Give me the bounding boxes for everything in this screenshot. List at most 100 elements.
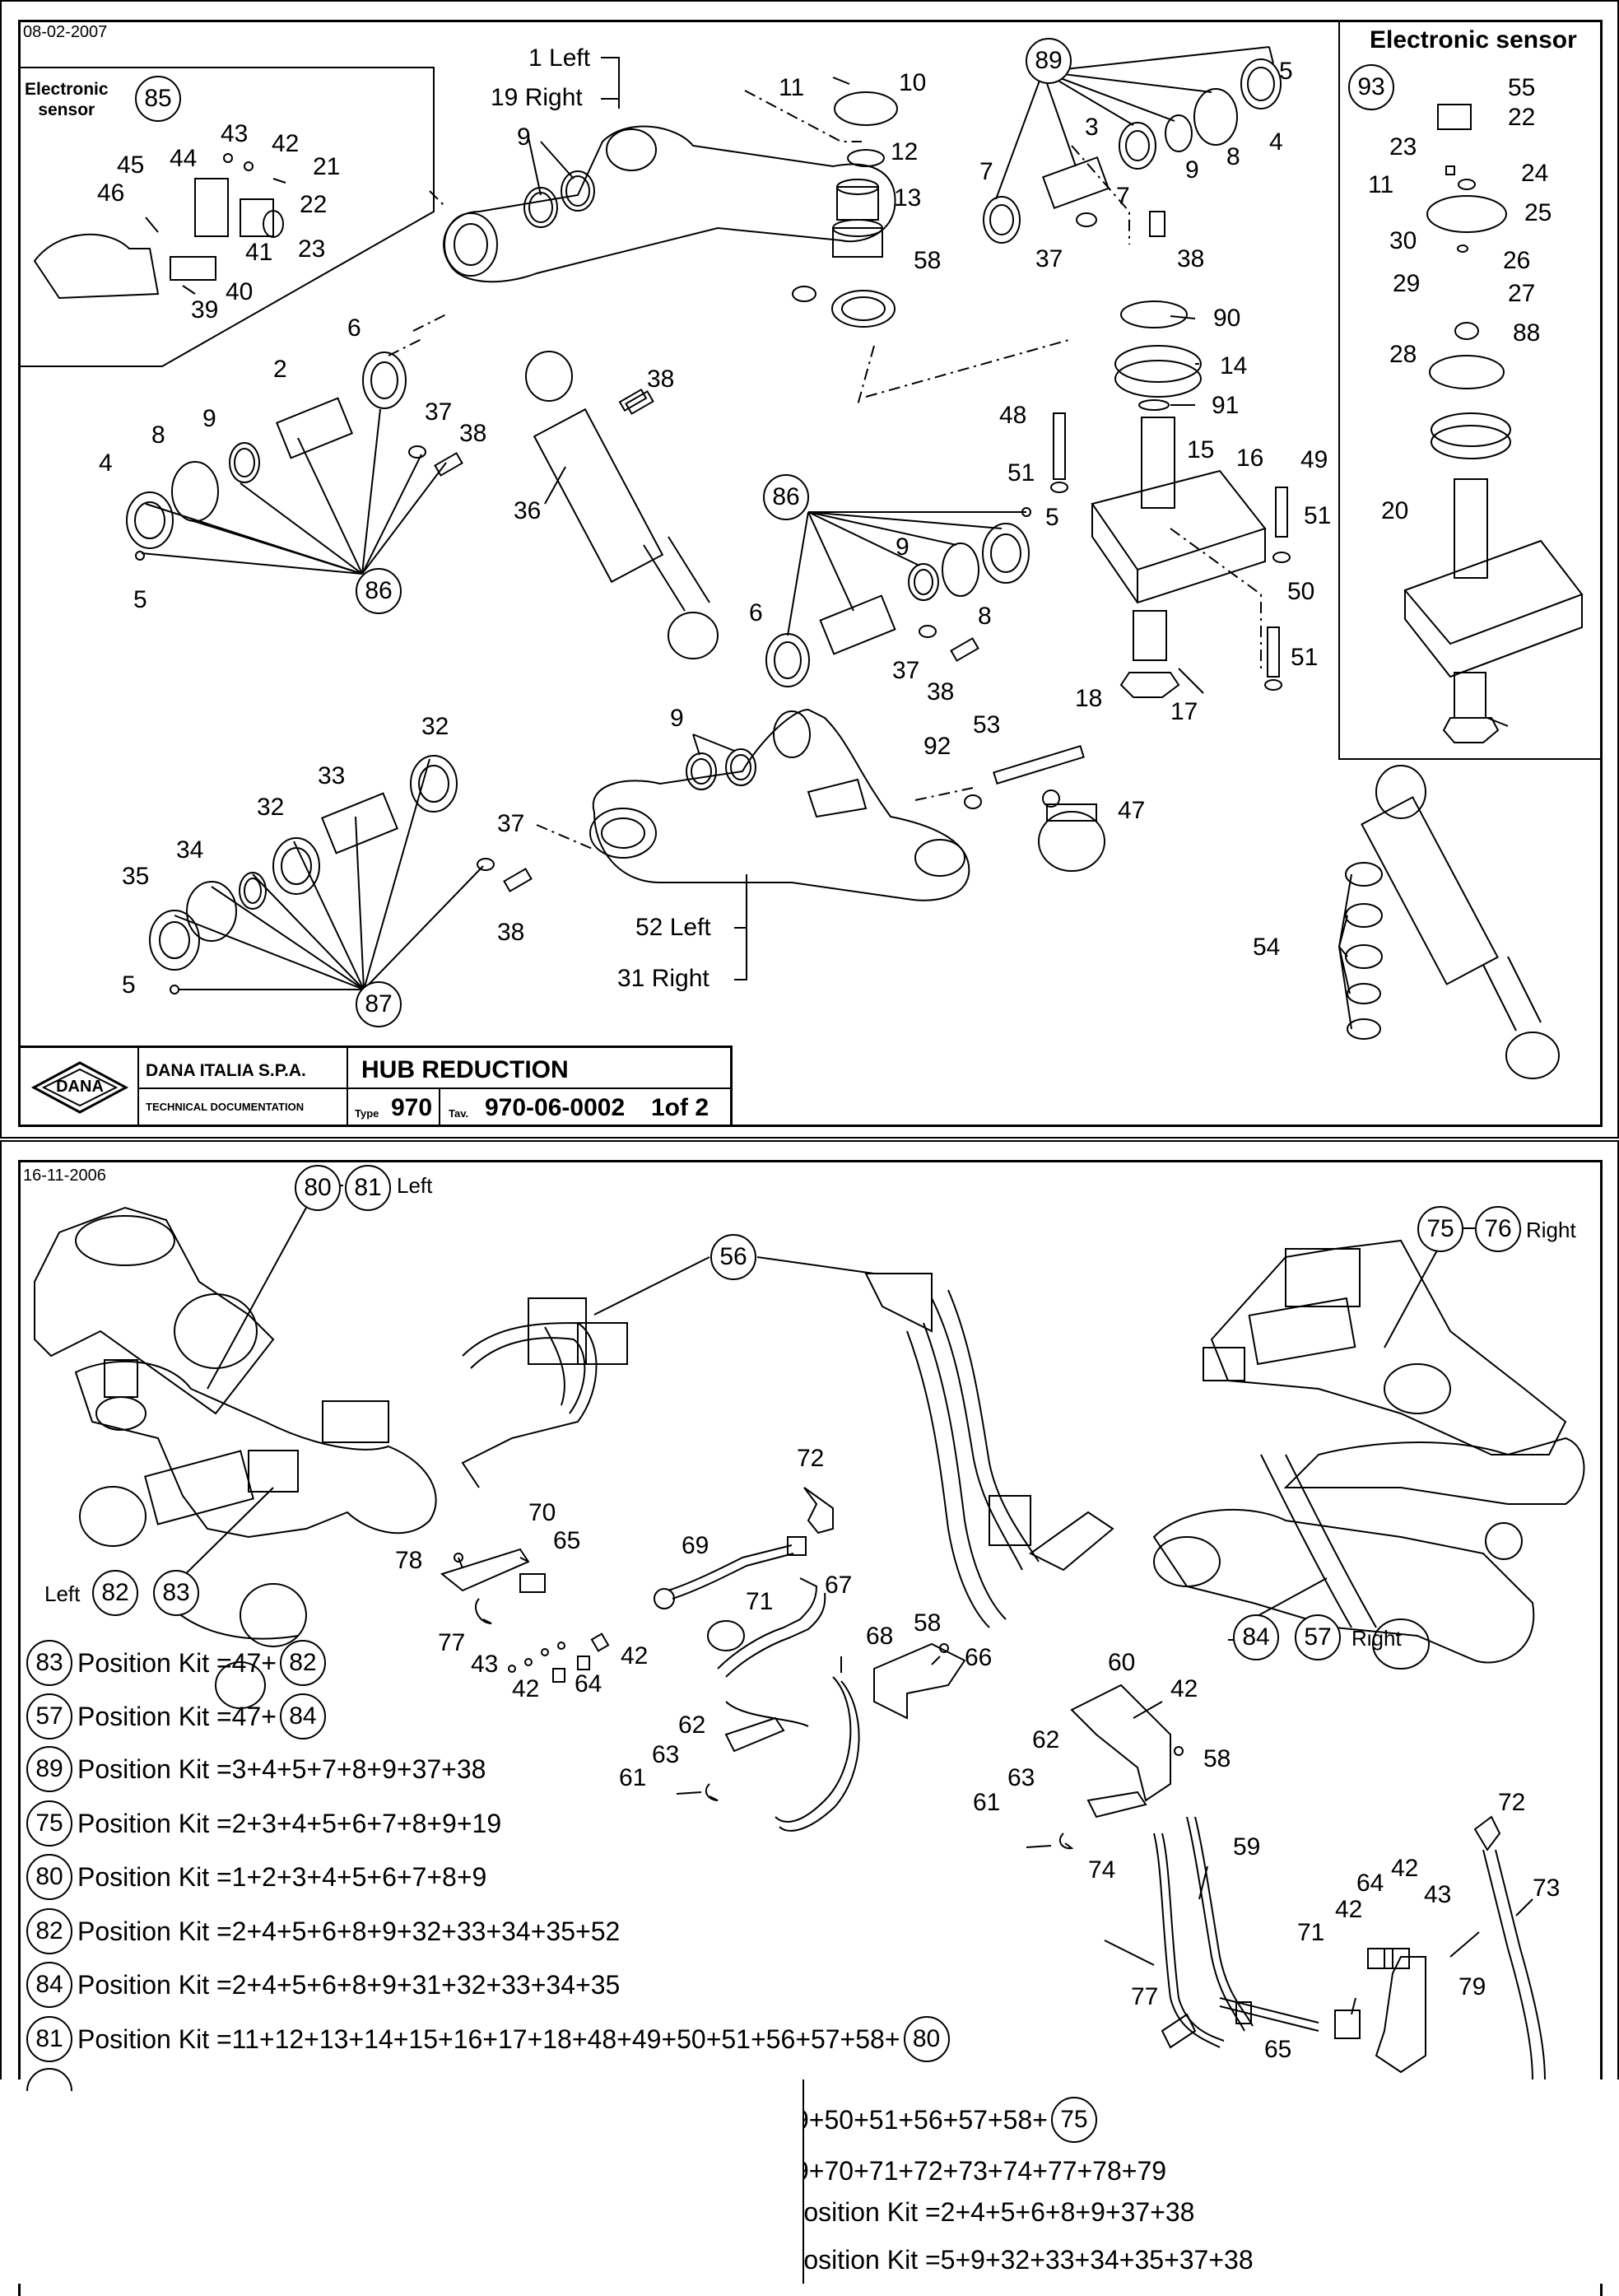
part-78: 78: [395, 1547, 423, 1574]
part-42: 42: [272, 130, 300, 157]
kit-row-ref: 57: [26, 1693, 72, 1739]
part-14: 14: [1220, 352, 1248, 380]
part-51: 51: [1304, 502, 1332, 529]
overflow-line-text: Position Kit =2+4+5+6+8+9+37+38: [803, 2196, 1195, 2227]
part-36: 36: [514, 497, 542, 524]
part-42: 42: [621, 1642, 649, 1670]
part-65: 65: [1264, 2036, 1292, 2063]
part-21: 21: [313, 153, 341, 180]
part-64: 64: [575, 1670, 602, 1698]
part-46: 46: [97, 179, 125, 207]
type-label: Type: [355, 1107, 379, 1120]
part-9: 9: [202, 405, 216, 432]
part-7: 7: [1116, 183, 1130, 210]
type-value: 970: [391, 1094, 433, 1121]
kit-row-ref: 80: [26, 1854, 72, 1900]
kit-row-text: Position Kit =1+2+3+4+5+6+7+8+9: [77, 1861, 487, 1892]
part-9: 9: [896, 533, 910, 561]
sheet-2-frame: [18, 1160, 1603, 2296]
part-61: 61: [973, 1789, 1001, 1816]
part-53: 53: [973, 711, 1001, 738]
part-88: 88: [1513, 319, 1541, 347]
part-42: 42: [1170, 1675, 1198, 1702]
part-77: 77: [1131, 1983, 1159, 2010]
part-9: 9: [670, 705, 684, 732]
part-12: 12: [891, 138, 919, 165]
part-17: 17: [1170, 698, 1198, 725]
part-44: 44: [170, 145, 198, 172]
part-5: 5: [1045, 504, 1059, 531]
part-2: 2: [273, 356, 287, 383]
kit-ref-93: 93: [1348, 64, 1394, 110]
part-4: 4: [1269, 128, 1283, 156]
overflow-line-1: 9+50+51+56+57+58+ 75: [804, 2096, 1102, 2144]
part-58: 58: [914, 247, 942, 274]
part-5: 5: [122, 971, 136, 999]
part-23: 23: [298, 235, 326, 263]
sheet-1-frame: [18, 20, 1603, 1127]
part-13: 13: [894, 184, 922, 212]
part-3: 3: [1085, 114, 1099, 141]
part-62: 62: [1032, 1726, 1060, 1753]
part-8: 8: [1226, 143, 1240, 170]
assembly-side-right-bottom: Right: [1351, 1626, 1402, 1651]
part-69: 69: [682, 1532, 709, 1559]
part-51: 51: [1007, 459, 1035, 487]
part-18: 18: [1075, 685, 1103, 712]
part-10: 10: [899, 69, 927, 96]
part-37: 37: [497, 810, 525, 837]
inset-left-border: [20, 20, 1603, 1079]
part-32: 32: [421, 713, 449, 740]
part-71: 71: [746, 1588, 774, 1615]
sheet-1-date: 08-02-2007: [23, 23, 108, 41]
part-55: 55: [1508, 74, 1536, 101]
dana-logo-text: DANA: [56, 1078, 104, 1096]
kit-row-ref: 84: [26, 1962, 72, 2008]
title-block-company-cell: DANA ITALIA S.P.A. TECHNICAL DOCUMENTATI…: [139, 1048, 348, 1125]
kit-row-text: Position Kit =2+4+5+6+8+9+31+32+33+34+35: [77, 1969, 621, 2000]
assembly-ref-80: 80: [295, 1165, 341, 1211]
overflow-line-4: Position Kit =5+9+32+33+34+35+37+38: [804, 2236, 1254, 2284]
part-8: 8: [151, 421, 165, 449]
part-54: 54: [1253, 934, 1281, 961]
part-59: 59: [1233, 1833, 1261, 1861]
overflow-line-tail-ref: 75: [1050, 2097, 1097, 2143]
assembly-ref-83-top: 83: [153, 1570, 199, 1616]
assembly-ref-76: 76: [1475, 1206, 1521, 1252]
part-5: 5: [133, 586, 147, 613]
kit-ref-86-center: 86: [763, 474, 809, 520]
part-4: 4: [99, 449, 113, 477]
part-22: 22: [300, 191, 328, 218]
part-11: 11: [779, 74, 805, 101]
part-6: 6: [347, 314, 361, 342]
title-block-title-cell: HUB REDUCTION Type 970 Tav. 970-06-0002 …: [348, 1048, 730, 1125]
kit-row-text: Position Kit =2+3+4+5+6+7+8+9+19: [77, 1808, 502, 1838]
kit-row-81: 81 Position Kit =11+12+13+14+15+16+17+18…: [26, 2015, 955, 2063]
part-22: 22: [1508, 104, 1536, 131]
part-90: 90: [1213, 305, 1241, 332]
part-42: 42: [1391, 1855, 1419, 1882]
part-77: 77: [438, 1629, 466, 1656]
assembly-side-left-bottom: Left: [44, 1581, 81, 1606]
part-43: 43: [221, 120, 249, 147]
part-25: 25: [1524, 199, 1552, 226]
part-23: 23: [1389, 133, 1417, 161]
part-92: 92: [923, 733, 951, 760]
part-39: 39: [191, 296, 219, 324]
kit-row-84: 84 Position Kit =2+4+5+6+8+9+31+32+33+34…: [26, 1961, 620, 2009]
part-38: 38: [459, 420, 487, 447]
part-42: 42: [512, 1675, 540, 1702]
part-33: 33: [318, 762, 346, 789]
part-61: 61: [619, 1764, 647, 1791]
part-60: 60: [1108, 1649, 1136, 1676]
part-35: 35: [122, 863, 150, 890]
callout-19-right: 19 Right: [491, 84, 583, 111]
part-42: 42: [1335, 1896, 1363, 1923]
part-62: 62: [678, 1712, 706, 1739]
inset-right-title: Electronic sensor: [1370, 26, 1577, 54]
assembly-ref-82-top: 82: [92, 1570, 138, 1616]
assembly-ref-57-top: 57: [1295, 1614, 1341, 1660]
callout-31-right: 31 Right: [617, 965, 709, 992]
part-32: 32: [257, 794, 285, 821]
assembly-ref-75: 75: [1417, 1206, 1463, 1252]
